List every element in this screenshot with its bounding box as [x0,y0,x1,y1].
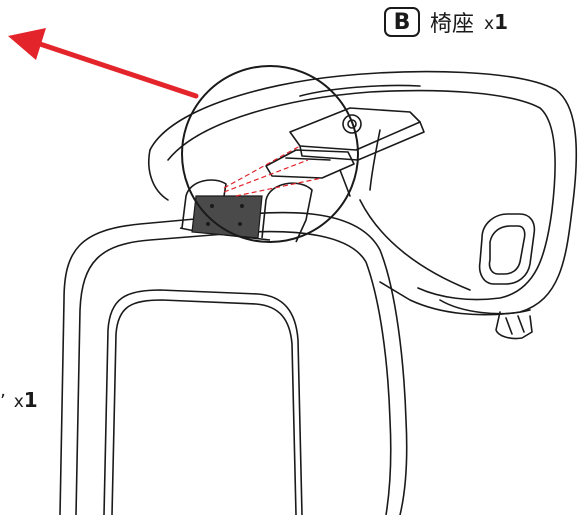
seat-foot [495,311,533,340]
seat-handle [478,213,536,285]
part-left-label: ʼ x1 [0,388,38,412]
magnify-circle-icon [181,65,359,243]
seat-inner-rim [167,89,556,301]
seat-lower-edge [439,299,531,315]
backrest-outer [59,211,408,515]
latch-knob [342,114,362,134]
backrest-panel [103,289,303,515]
part-b-quantity: x1 [484,10,508,34]
part-left-quantity: x1 [13,388,38,412]
seat-front-edge [148,149,169,201]
direction-arrow-icon [8,28,199,99]
part-b-name: 椅座 [430,12,475,37]
part-left-glyph: ʼ [0,391,6,412]
part-b-label: B 椅座 x1 [384,6,508,38]
seat-handle-inner [488,225,526,275]
seat-top-ridge [299,84,421,97]
backrest-post-left [181,179,227,229]
alignment-guides [223,145,323,197]
seat-side-line [359,199,471,291]
backrest-connector-pad [191,195,263,239]
part-b-badge: B [384,7,420,37]
backrest-post-right [261,182,313,243]
backrest-rim [75,230,392,515]
